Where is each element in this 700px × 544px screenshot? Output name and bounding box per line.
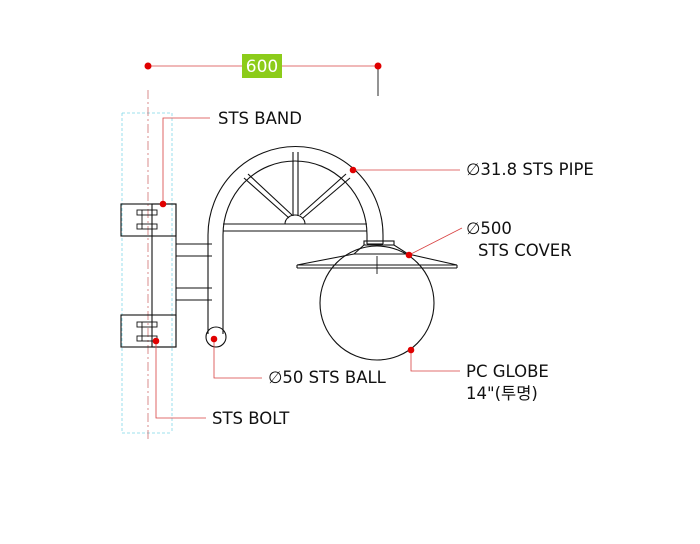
leader-sts-bolt [152,337,206,419]
dimension-600: 600 [144,54,382,96]
leader-sts-ball [210,335,262,379]
sts-pipe [207,145,384,334]
leader-sts-cover [405,227,463,259]
label-sts-cover-size: ∅500 [466,219,512,238]
dimension-value: 600 [246,57,278,77]
sts-band-upper [120,203,177,237]
label-sts-pipe: ∅31.8 STS PIPE [466,160,594,179]
label-sts-ball: ∅50 STS BALL [268,368,387,387]
label-sts-bolt: STS BOLT [212,409,290,428]
label-pc-globe: PC GLOBE [466,362,549,381]
label-sts-band: STS BAND [218,109,302,128]
sts-ball [205,326,227,348]
mounting-plate [151,203,212,348]
pc-globe [319,245,435,361]
label-sts-cover: STS COVER [478,241,572,260]
dimension-badge [242,54,282,78]
leader-sts-pipe [349,166,460,174]
pole-outline [121,112,173,434]
leader-pc-globe [407,346,460,372]
sts-band-lower [120,314,177,348]
leader-sts-band [159,117,210,208]
label-pc-globe-size: 14"(투명) [466,384,538,403]
